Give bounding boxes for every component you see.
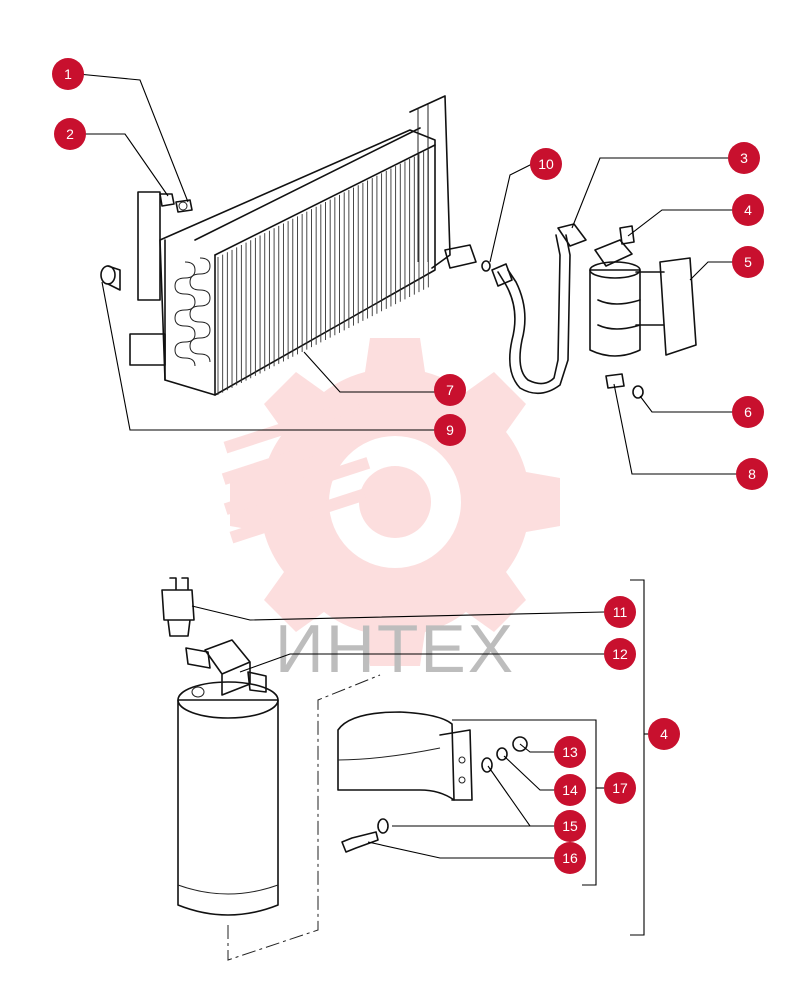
callout-15-label: 15 bbox=[562, 818, 578, 834]
callout-4-bottom[interactable]: 4 bbox=[648, 718, 680, 750]
callout-4-top[interactable]: 4 bbox=[732, 194, 764, 226]
callout-11-label: 11 bbox=[613, 604, 628, 620]
receiver-drier-top bbox=[589, 225, 641, 357]
callout-5[interactable]: 5 bbox=[732, 246, 764, 278]
washer-15a bbox=[481, 757, 493, 773]
callout-2[interactable]: 2 bbox=[54, 118, 86, 150]
lock-washer-14 bbox=[496, 747, 508, 761]
callout-14-label: 14 bbox=[562, 782, 578, 798]
callout-9[interactable]: 9 bbox=[434, 414, 466, 446]
nut-13 bbox=[512, 736, 528, 752]
bolt-1 bbox=[175, 199, 193, 213]
callout-10-label: 10 bbox=[538, 156, 554, 172]
pressure-switch bbox=[161, 577, 195, 637]
callout-6-label: 6 bbox=[744, 404, 752, 420]
callout-6[interactable]: 6 bbox=[732, 396, 764, 428]
callout-5-label: 5 bbox=[744, 254, 752, 270]
condenser-mount-bracket-left bbox=[129, 191, 166, 366]
callout-12[interactable]: 12 bbox=[604, 638, 636, 670]
washer-6 bbox=[632, 385, 644, 399]
callout-3[interactable]: 3 bbox=[728, 142, 760, 174]
callout-14[interactable]: 14 bbox=[554, 774, 586, 806]
callout-8[interactable]: 8 bbox=[736, 458, 768, 490]
callout-4-top-label: 4 bbox=[744, 202, 752, 218]
watermark-hub bbox=[359, 466, 431, 538]
leader-lines-top bbox=[77, 73, 742, 475]
callout-17-label: 17 bbox=[612, 780, 628, 796]
hose-fitting-left bbox=[491, 263, 513, 287]
spacer-9 bbox=[100, 265, 121, 291]
callout-17[interactable]: 17 bbox=[604, 772, 636, 804]
callout-13-label: 13 bbox=[562, 744, 578, 760]
refrigerant-hose bbox=[491, 223, 587, 395]
leader-lines-bottom bbox=[191, 579, 648, 936]
callout-1[interactable]: 1 bbox=[52, 58, 84, 90]
callout-9-label: 9 bbox=[446, 422, 454, 438]
bolt-8 bbox=[605, 373, 625, 389]
watermark-logo bbox=[221, 338, 560, 666]
callout-12-label: 12 bbox=[612, 646, 628, 662]
hose-fitting-right bbox=[557, 223, 587, 247]
callout-3-label: 3 bbox=[740, 150, 748, 166]
callout-15[interactable]: 15 bbox=[554, 810, 586, 842]
callout-11[interactable]: 11 bbox=[604, 596, 636, 628]
watermark-gear bbox=[230, 338, 560, 666]
clamp-strap bbox=[337, 711, 473, 801]
nut-2 bbox=[159, 193, 175, 207]
condenser-fins bbox=[217, 149, 429, 395]
callout-2-label: 2 bbox=[66, 126, 74, 142]
mounting-bracket-5 bbox=[635, 257, 697, 356]
callout-13[interactable]: 13 bbox=[554, 736, 586, 768]
callout-10[interactable]: 10 bbox=[530, 148, 562, 180]
callout-7-label: 7 bbox=[446, 382, 454, 398]
callout-16[interactable]: 16 bbox=[554, 842, 586, 874]
valve-block bbox=[204, 639, 251, 696]
bolt-16 bbox=[341, 831, 379, 853]
callout-7[interactable]: 7 bbox=[434, 374, 466, 406]
condenser bbox=[129, 95, 477, 396]
condenser-coil-bends bbox=[174, 257, 211, 367]
o-ring-10 bbox=[481, 260, 491, 272]
assembly-axis-left bbox=[227, 674, 381, 961]
receiver-drier-exploded bbox=[161, 577, 279, 916]
callout-16-label: 16 bbox=[562, 850, 578, 866]
condenser-outlet-fitting bbox=[444, 244, 477, 269]
callout-8-label: 8 bbox=[748, 466, 756, 482]
watermark-text: ИНТЕХ bbox=[275, 611, 515, 687]
washer-15b bbox=[377, 818, 389, 834]
callout-1-label: 1 bbox=[64, 66, 72, 82]
condenser-right-header bbox=[409, 95, 451, 269]
drier-cylinder bbox=[177, 699, 279, 916]
callout-4-bottom-label: 4 bbox=[660, 726, 668, 742]
